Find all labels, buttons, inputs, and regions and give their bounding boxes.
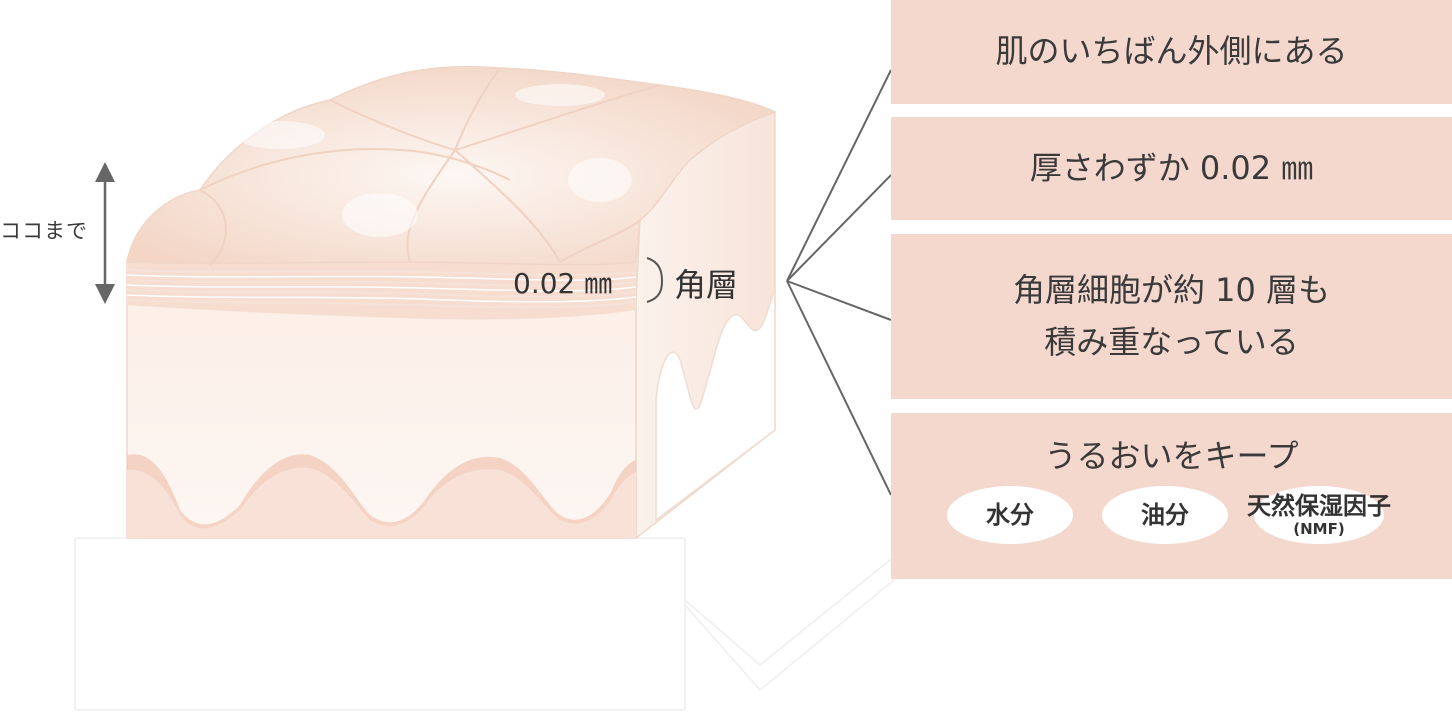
- stratum-corneum-label: 角層: [674, 266, 739, 304]
- nmf-label: 天然保湿因子: [1247, 491, 1391, 520]
- panel-text: 厚さわずか 0.02 ㎜: [1029, 148, 1314, 187]
- panel-text-line-2: 積み重なっている: [1044, 322, 1299, 361]
- thickness-label: 0.02 ㎜: [513, 267, 613, 300]
- oil-badge: 油分: [1102, 486, 1228, 545]
- panel-text: 肌のいちばん外側にある: [995, 32, 1348, 71]
- dermal-papillae-light: [127, 467, 636, 538]
- height-marker-label: ココまで: [0, 219, 88, 243]
- water-badge: 水分: [947, 486, 1073, 545]
- info-panel-layers: 角層細胞が約 10 層も 積み重なっている: [891, 234, 1452, 399]
- side-dermis-wave: [655, 289, 776, 522]
- layer-bracket: [646, 257, 664, 303]
- base-block: [74, 537, 902, 711]
- info-panel-moisture: うるおいをキープ 水分 油分 天然保湿因子 (NMF): [891, 413, 1452, 579]
- skin-top-surface: [126, 65, 777, 266]
- stratum-corneum-layers: [126, 262, 637, 320]
- info-panel-thickness: 厚さわずか 0.02 ㎜: [891, 117, 1452, 220]
- connector-lines: [786, 69, 892, 496]
- surface-highlights: [235, 84, 632, 237]
- panel-text: うるおいをキープ: [1044, 437, 1299, 475]
- nmf-badge: 天然保湿因子 (NMF): [1247, 486, 1391, 545]
- nmf-abbr: (NMF): [1293, 520, 1345, 539]
- info-panel-location: 肌のいちばん外側にある: [891, 0, 1452, 104]
- moisture-factors: 水分 油分 天然保湿因子 (NMF): [891, 486, 1452, 556]
- height-arrow: [95, 162, 115, 304]
- panel-text-line-1: 角層細胞が約 10 層も: [1012, 271, 1331, 310]
